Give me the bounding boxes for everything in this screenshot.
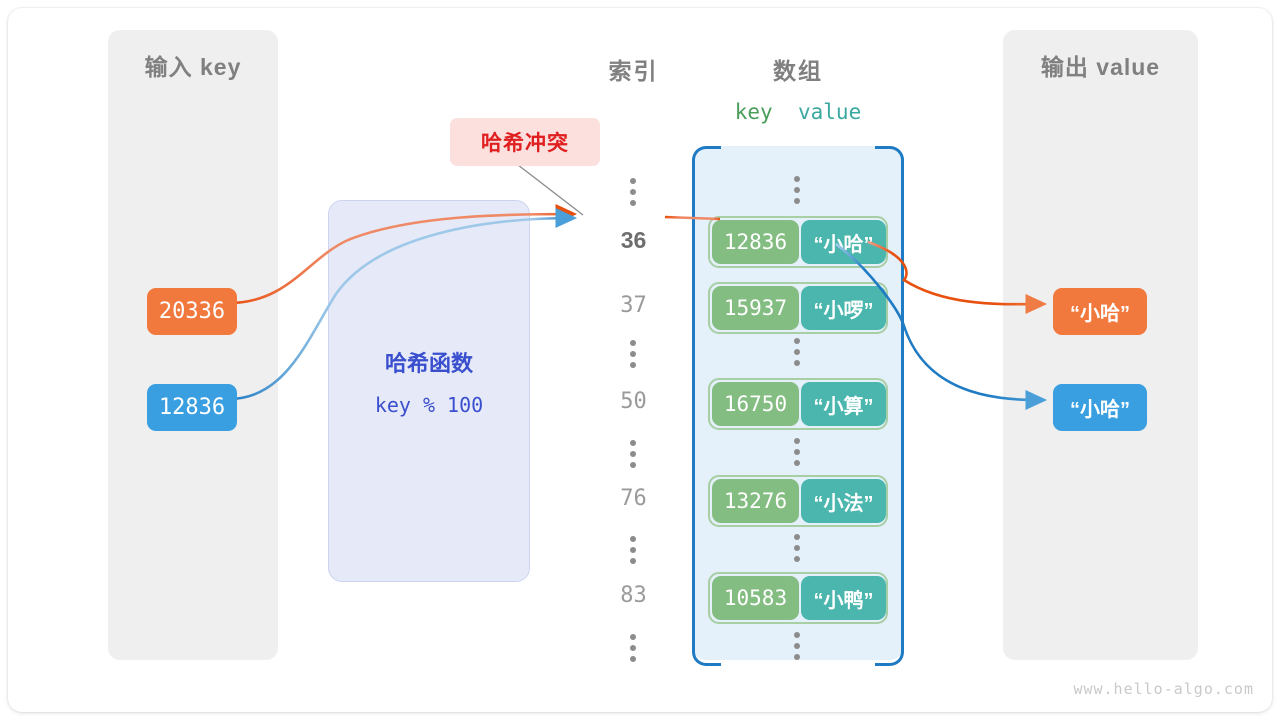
input-panel-title: 输入 key: [144, 54, 242, 80]
vertical-ellipsis-icon: [629, 536, 638, 564]
vertical-ellipsis-icon: [794, 438, 802, 466]
entry-key: 10583: [712, 576, 799, 620]
vertical-ellipsis-icon: [629, 340, 638, 368]
vertical-ellipsis-icon: [794, 534, 802, 562]
input-key-chip-1[interactable]: 20336: [147, 288, 237, 335]
entry-value: “小鸭”: [800, 576, 886, 620]
entry-value: “小算”: [800, 382, 886, 426]
entry-key: 12836: [712, 220, 799, 264]
entry-value: “小法”: [800, 479, 886, 523]
vertical-ellipsis-icon: [794, 632, 802, 660]
output-value-chip-2[interactable]: “小哈”: [1053, 384, 1147, 431]
index-label-83: 83: [620, 583, 647, 608]
index-label-50: 50: [620, 389, 647, 414]
input-key-chip-2[interactable]: 12836: [147, 384, 237, 431]
index-label-37: 37: [620, 293, 647, 318]
entry-value: “小啰”: [800, 286, 886, 330]
value-heading-label: value: [798, 100, 862, 124]
entry-value: “小哈”: [800, 220, 886, 264]
entry-key: 15937: [712, 286, 799, 330]
output-value-chip-1[interactable]: “小哈”: [1053, 288, 1147, 335]
entry-key: 13276: [712, 479, 799, 523]
hash-function-formula: key % 100: [374, 393, 484, 417]
watermark: www.hello-algo.com: [1073, 680, 1254, 698]
array-column-heading: 数组: [773, 58, 823, 84]
key-heading-label: key: [734, 100, 773, 124]
key-value-heading: key value: [698, 100, 898, 124]
array-entry[interactable]: 15937“小啰”: [708, 282, 888, 334]
vertical-ellipsis-icon: [794, 176, 802, 204]
index-label-36: 36: [620, 227, 647, 253]
hash-function-title: 哈希函数: [384, 351, 473, 376]
array-entry[interactable]: 12836“小哈”: [708, 216, 888, 268]
array-entry[interactable]: 16750“小算”: [708, 378, 888, 430]
array-bracket-right: [875, 146, 904, 666]
array-entry[interactable]: 10583“小鸭”: [708, 572, 888, 624]
index-label-76: 76: [620, 486, 647, 511]
vertical-ellipsis-icon: [629, 634, 638, 662]
index-column: 36 37 50 76 83: [586, 148, 681, 662]
output-panel-title: 输出 value: [1040, 54, 1161, 80]
entry-key: 16750: [712, 382, 799, 426]
array-entry[interactable]: 13276“小法”: [708, 475, 888, 527]
vertical-ellipsis-icon: [794, 338, 802, 366]
array-bracket-left: [692, 146, 721, 666]
input-panel: 输入 key: [108, 30, 278, 660]
vertical-ellipsis-icon: [629, 178, 638, 206]
hash-function-box: 哈希函数 key % 100: [328, 200, 530, 582]
index-column-heading: 索引: [608, 58, 659, 84]
vertical-ellipsis-icon: [629, 440, 638, 468]
diagram-canvas: 输入 key 输出 value 哈希函数 key % 100 索引 数组 key…: [8, 8, 1272, 712]
output-panel: 输出 value: [1003, 30, 1198, 660]
collision-label: 哈希冲突: [450, 118, 600, 166]
